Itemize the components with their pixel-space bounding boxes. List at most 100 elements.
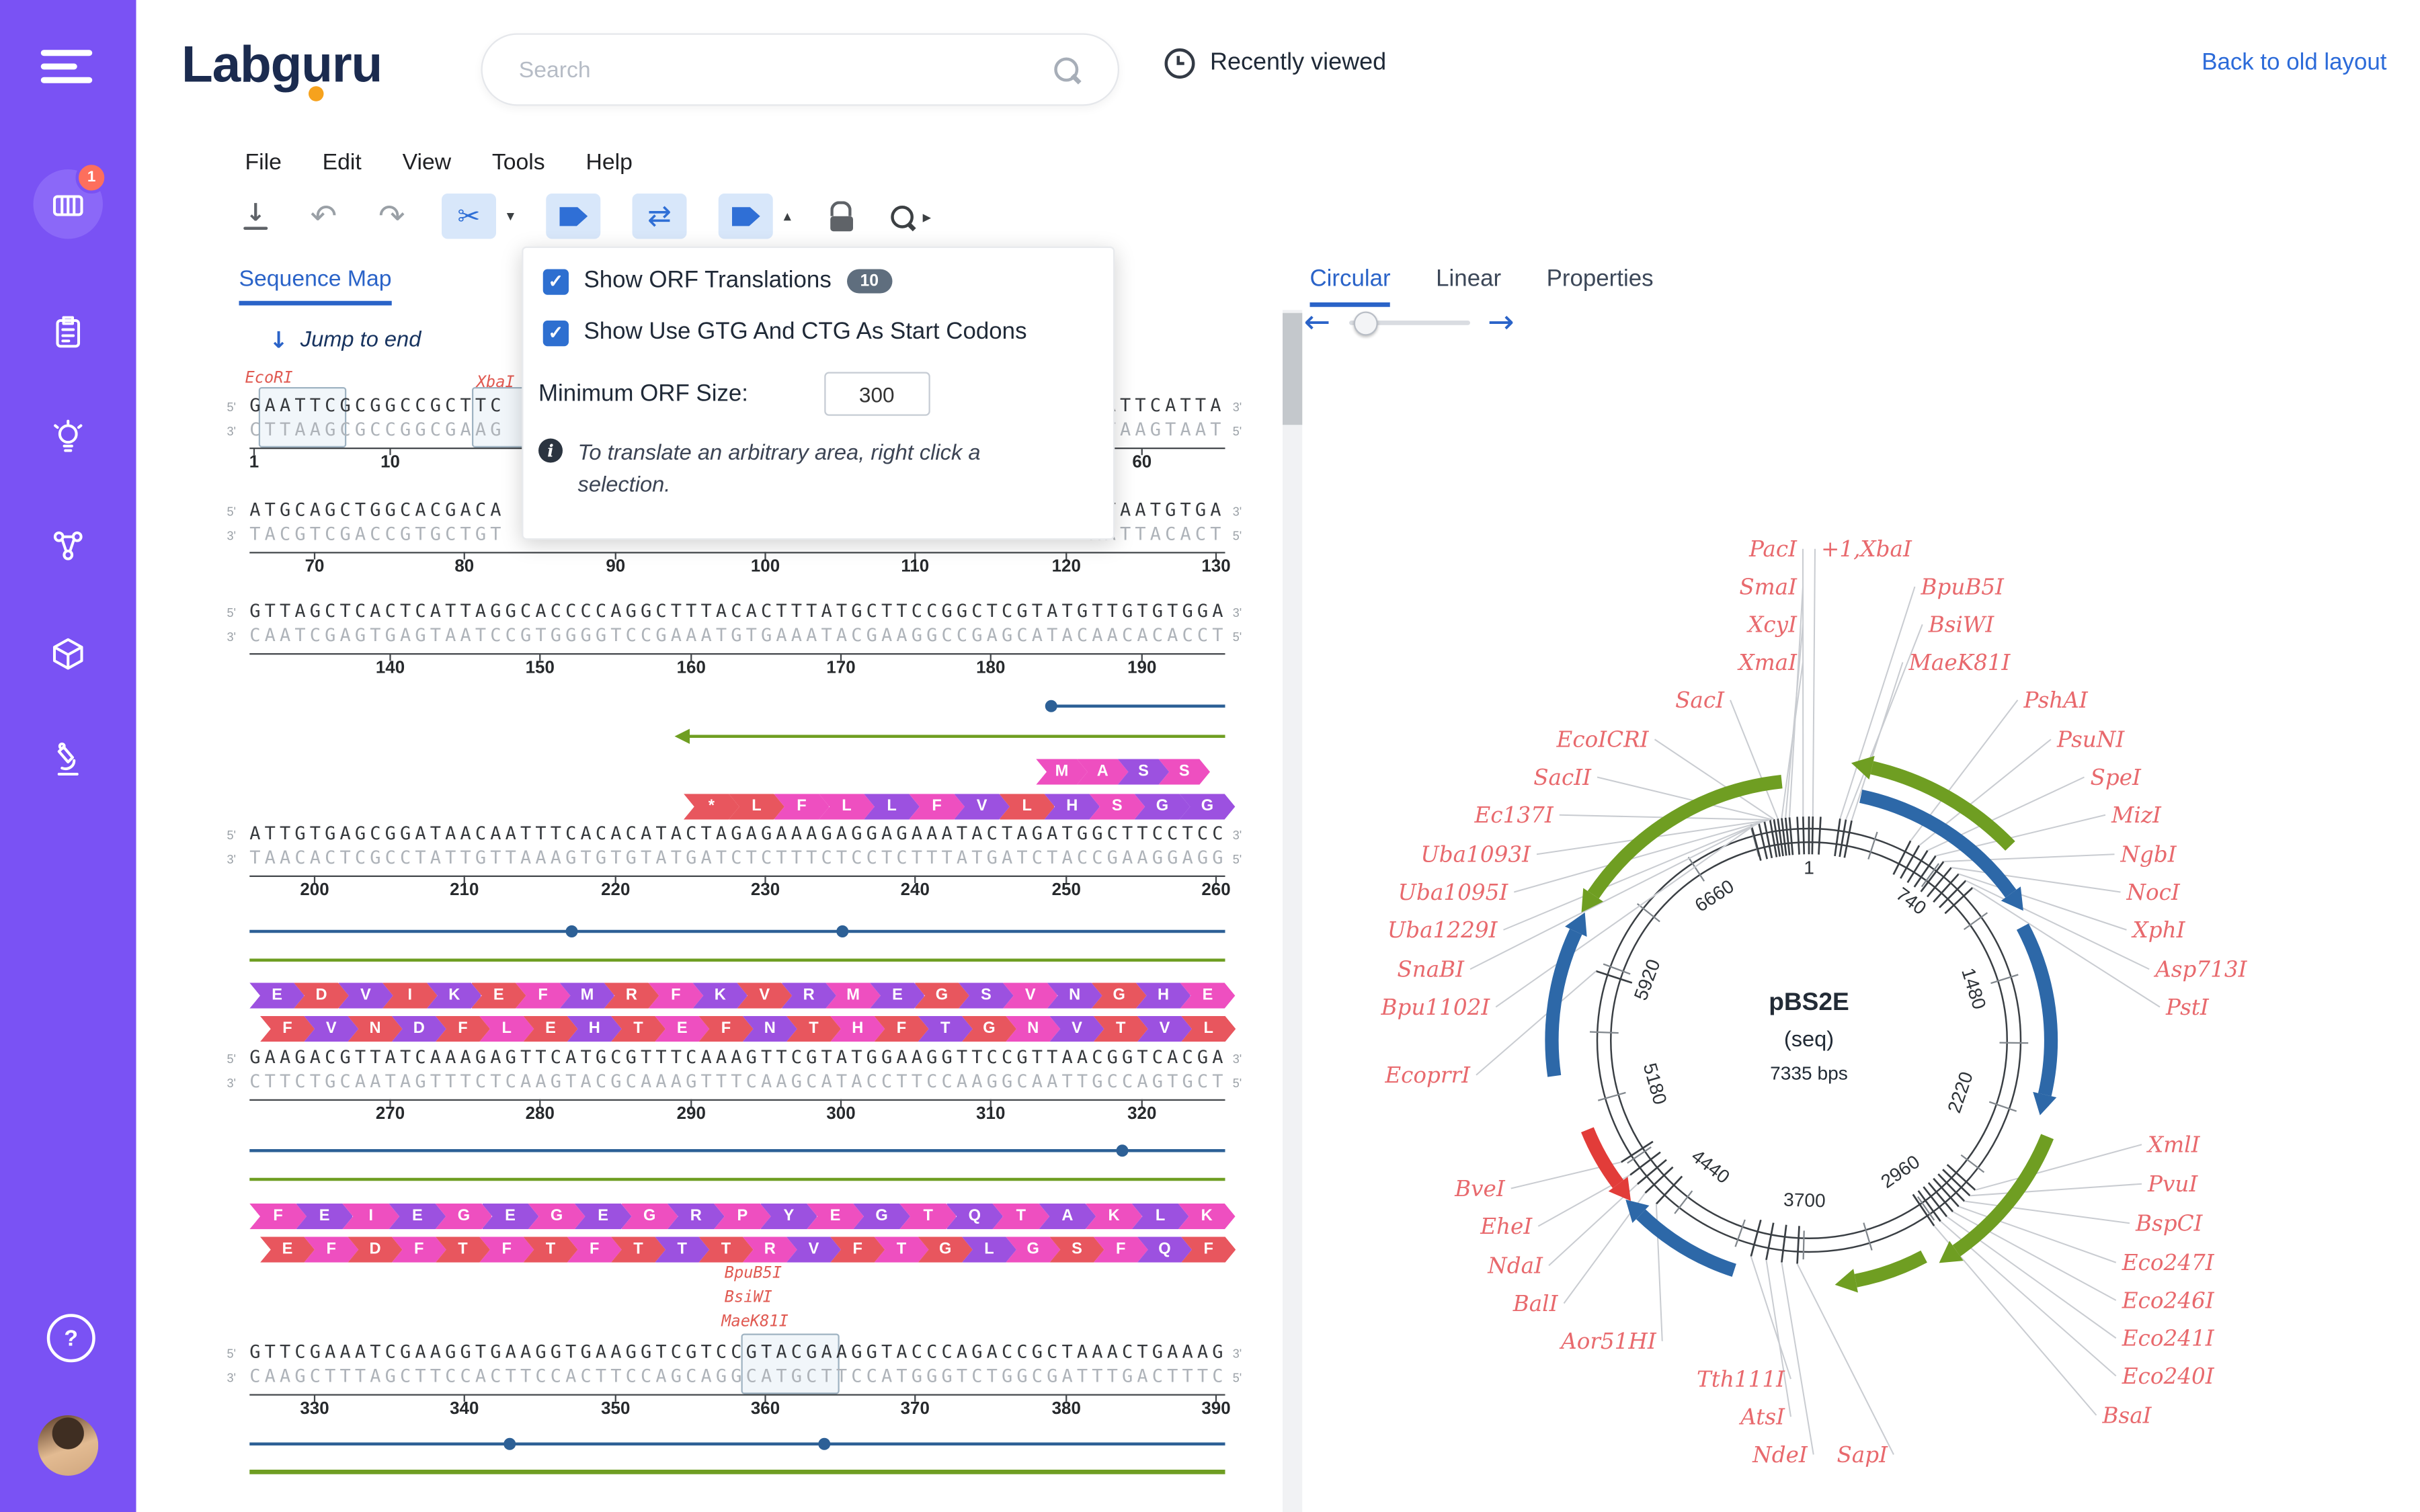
enzyme-label[interactable]: MaeK81I	[1908, 650, 2011, 675]
blue-feature-line[interactable]	[249, 1149, 1225, 1152]
sidebar-item-instruments[interactable]	[48, 742, 88, 782]
enzyme-label[interactable]: XphI	[2131, 917, 2186, 943]
tab-properties[interactable]: Properties	[1546, 266, 1654, 292]
tab-sequence-map[interactable]: Sequence Map	[239, 266, 392, 306]
enzyme-label[interactable]: SmaI	[1739, 574, 1798, 599]
feature-arc[interactable]	[1952, 1134, 2054, 1257]
enzyme-label[interactable]: PsuNI	[2056, 727, 2125, 753]
enzyme-label[interactable]: SacII	[1533, 765, 1592, 790]
search-input[interactable]	[482, 55, 1055, 84]
enzyme-label[interactable]: Ec137I	[1474, 802, 1554, 828]
slider-handle[interactable]	[1353, 311, 1377, 336]
enzyme-label[interactable]: +1,XbaI	[1821, 536, 1912, 562]
feature-arc[interactable]	[1859, 789, 2017, 898]
blue-feature-line[interactable]	[1051, 704, 1225, 708]
dna-strand[interactable]: CTTAAGCGCCGGCGAAG	[249, 419, 506, 440]
blue-feature-line[interactable]	[249, 1442, 1225, 1445]
enzyme-label[interactable]: NgbI	[2120, 841, 2177, 867]
enzyme-label[interactable]: SnaBI	[1397, 956, 1465, 982]
search-bar[interactable]	[481, 33, 1119, 106]
green-feature-line[interactable]	[249, 1470, 1225, 1474]
undo-button[interactable]: ↶	[306, 194, 342, 239]
enzyme-site-label[interactable]: EcoRI	[245, 369, 293, 387]
enzyme-site-label[interactable]: BpuB5I	[724, 1264, 782, 1282]
rotate-right-button[interactable]: →	[1488, 304, 1515, 341]
find-button[interactable]: ▸	[891, 194, 931, 239]
enzyme-label[interactable]: BspCI	[2135, 1211, 2204, 1236]
enzyme-label[interactable]: PstI	[2165, 995, 2210, 1020]
enzyme-label[interactable]: PacI	[1748, 536, 1798, 562]
redo-button[interactable]: ↷	[374, 194, 410, 239]
enzyme-label[interactable]: Eco240I	[2122, 1363, 2215, 1389]
dna-strand[interactable]: GTTAGCTCACTCATTAGGCACCCCAGGCTTTACACTTTAT…	[249, 600, 1227, 622]
enzyme-label[interactable]: PvuI	[2147, 1171, 2198, 1197]
scrollbar-track[interactable]	[1283, 310, 1303, 1512]
enzyme-label[interactable]: NdeI	[1752, 1442, 1808, 1468]
feature-arc[interactable]	[1580, 1127, 1624, 1189]
feature-arc[interactable]	[1587, 775, 1783, 899]
download-button[interactable]: ↓	[237, 194, 274, 239]
dna-strand[interactable]: GAAGACGTTATCAAAGAGTTCATGCGTTTCAAAGTTCGTA…	[249, 1046, 1227, 1068]
enzyme-site-label[interactable]: XbaI	[476, 373, 515, 392]
enzyme-label[interactable]: Uba1095I	[1398, 880, 1509, 905]
enzyme-label[interactable]: Eco246I	[2122, 1288, 2215, 1313]
feature-arc[interactable]	[2016, 923, 2058, 1097]
menu-item-file[interactable]: File	[245, 149, 282, 175]
lock-button[interactable]	[823, 194, 859, 239]
enzyme-label[interactable]: XmlI	[2146, 1132, 2201, 1158]
enzyme-site-label[interactable]: BsiWI	[724, 1288, 772, 1306]
dna-strand[interactable]: GTTCGAAATCGAAGGTGAAGGTGAAGGTCGTCCGTACGAA…	[249, 1341, 1227, 1363]
sidebar-item-protocols[interactable]	[48, 313, 88, 353]
sidebar-item-ideas[interactable]	[48, 419, 88, 458]
dna-strand[interactable]: CAAGCTTTAGCTTCCACTTCCACTTCCAGCAGGCATGCTT…	[249, 1365, 1227, 1387]
feature-arc[interactable]	[1636, 1209, 1736, 1277]
dna-strand[interactable]: CTTCTGCAATAGTTTCTCAAGTACGCAAAGTTTCAAGCAT…	[249, 1070, 1227, 1092]
enzyme-label[interactable]: BsiWI	[1928, 612, 1995, 638]
enzyme-label[interactable]: Bpu1102I	[1381, 995, 1491, 1020]
menu-item-tools[interactable]: Tools	[491, 149, 545, 175]
enzyme-label[interactable]: SacI	[1675, 687, 1725, 713]
enzyme-label[interactable]: SpeI	[2091, 765, 2142, 790]
enzyme-label[interactable]: EcoICRI	[1556, 727, 1650, 753]
feature-arc[interactable]	[1870, 761, 2015, 851]
cut-button[interactable]: ✂	[442, 194, 496, 239]
tab-linear[interactable]: Linear	[1436, 266, 1502, 292]
enzyme-label[interactable]: PshAI	[2023, 687, 2089, 713]
hamburger-menu-icon[interactable]	[40, 50, 93, 91]
dna-strand[interactable]: TACGTCGACCGTGCTGT	[249, 523, 506, 545]
enzyme-label[interactable]: AtsI	[1738, 1404, 1785, 1430]
enzyme-label[interactable]: NocI	[2126, 880, 2181, 905]
enzyme-label[interactable]: Eco241I	[2122, 1326, 2215, 1351]
enzyme-label[interactable]: MizI	[2111, 802, 2162, 828]
green-feature-line[interactable]	[688, 734, 1225, 738]
orf-caret-up-icon[interactable]: ▴	[783, 208, 791, 225]
recently-viewed[interactable]: Recently viewed	[1164, 48, 1386, 79]
dna-strand[interactable]: ATGCAGCTGGCACGACA	[249, 499, 506, 521]
plasmid-map[interactable]: 174014802220296037004440518059206660PacI…	[1301, 348, 2420, 1512]
feature-arc[interactable]	[1854, 1250, 1927, 1288]
enzyme-label[interactable]: Tth111I	[1697, 1366, 1785, 1392]
enzyme-label[interactable]: SapI	[1837, 1442, 1888, 1468]
menu-item-help[interactable]: Help	[586, 149, 633, 175]
cut-caret-down-icon[interactable]: ▾	[506, 208, 515, 225]
sidebar-item-kits[interactable]	[48, 634, 88, 673]
dna-strand[interactable]: TAACACTCGCCTATTGTTAAAGTGTGTATGATCTCTTTCT…	[249, 847, 1227, 868]
enzyme-label[interactable]: BpuB5I	[1921, 574, 2005, 599]
enzyme-label[interactable]: BveI	[1454, 1176, 1506, 1202]
labguru-logo[interactable]: Labguru	[182, 36, 382, 101]
orf-button[interactable]	[718, 194, 773, 239]
dna-strand[interactable]: ATTGTGAGCGGATAACAATTTCACACATACTAGAGAAAGA…	[249, 823, 1227, 844]
dna-strand[interactable]: CAATCGAGTGAGTAATCCGTGGGGTCCGAAATGTGAAATA…	[249, 624, 1227, 646]
back-to-old-layout-link[interactable]: Back to old layout	[2202, 50, 2387, 76]
feature-arc[interactable]	[1545, 929, 1582, 1077]
enzyme-label[interactable]: NdaI	[1487, 1253, 1543, 1279]
sidebar-item-workflows[interactable]	[48, 526, 88, 566]
enzyme-label[interactable]: XcyI	[1746, 612, 1798, 638]
jump-to-end[interactable]: ↓ Jump to end	[270, 327, 421, 354]
dna-strand[interactable]: GAATTCGCGGCCGCTTC	[249, 394, 506, 416]
sidebar-item-inventory[interactable]: 1	[33, 161, 108, 239]
enzyme-label[interactable]: Uba1229I	[1387, 917, 1498, 943]
help-button[interactable]: ?	[46, 1314, 95, 1363]
zoom-slider[interactable]	[1348, 308, 1470, 336]
rotate-left-button[interactable]: ←	[1303, 304, 1331, 341]
